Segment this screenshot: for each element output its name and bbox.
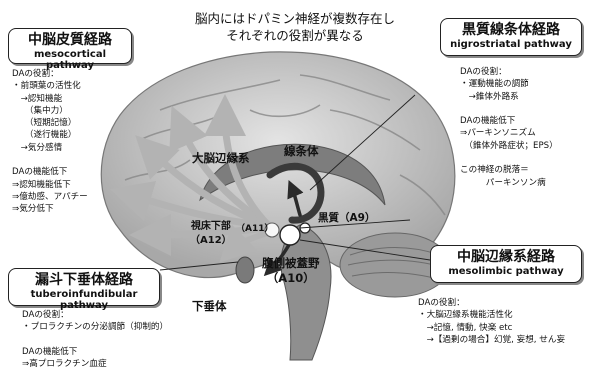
nigrostriatal-box: 黒質線条体経路 nigrostriatal pathway (440, 18, 582, 56)
mesolimbic-notes: DAの役割： ・大脳辺縁系機能活性化 →記憶, 情動, 快楽 etc →【過剰の… (418, 297, 565, 346)
pituitary-gland (236, 257, 254, 283)
nigrostriatal-title: 黒質線条体経路 (441, 19, 581, 39)
nigrostriatal-subtitle: nigrostriatal pathway (441, 39, 581, 50)
tuberoinfundibular-title: 漏斗下垂体経路 (9, 269, 159, 289)
tuberoinfundibular-notes: DAの役割： ・プロラクチンの分泌調節（抑制的） DAの機能低下 ⇒高プロラクチ… (22, 309, 168, 370)
tuberoinfundibular-subtitle: tuberoinfundibular pathway (9, 289, 159, 311)
striatum-label: 線条体 (284, 143, 319, 159)
mesocortical-title: 中脳皮質経路 (9, 29, 131, 49)
pituitary-label: 下垂体 (192, 298, 227, 314)
limbic-label: 大脳辺縁系 (192, 150, 250, 166)
mesocortical-box: 中脳皮質経路 mesocortical pathway (8, 28, 132, 64)
figure-heading: 脳内にはドパミン神経が複数存在し それぞれの役割が異なる (150, 10, 440, 44)
a10-marker (280, 225, 300, 245)
mesolimbic-subtitle: mesolimbic pathway (431, 266, 581, 277)
vta-label: 腹側被蓋野 （A10） (262, 256, 320, 286)
mesolimbic-box: 中脳辺縁系経路 mesolimbic pathway (430, 245, 582, 283)
heading-line-2: それぞれの役割が異なる (150, 27, 440, 44)
mesolimbic-title: 中脳辺縁系経路 (431, 246, 581, 266)
nigrostriatal-notes: DAの役割： ・運動機能の調節 →錐体外路系 DAの機能低下 ⇒パーキンソニズム… (460, 66, 558, 189)
heading-line-1: 脳内にはドパミン神経が複数存在し (150, 10, 440, 27)
mesocortical-notes: DAの役割： ・前頭葉の活性化 →認知機能 （集中力） （短期記憶） （遂行機能… (12, 68, 88, 216)
substantia-nigra-label: 黒質（A9） (318, 210, 375, 225)
tuberoinfundibular-box: 漏斗下垂体経路 tuberoinfundibular pathway (8, 268, 160, 306)
a11-label: （A11） (236, 221, 274, 234)
hypothalamus-label: 視床下部 （A12） (190, 220, 232, 248)
